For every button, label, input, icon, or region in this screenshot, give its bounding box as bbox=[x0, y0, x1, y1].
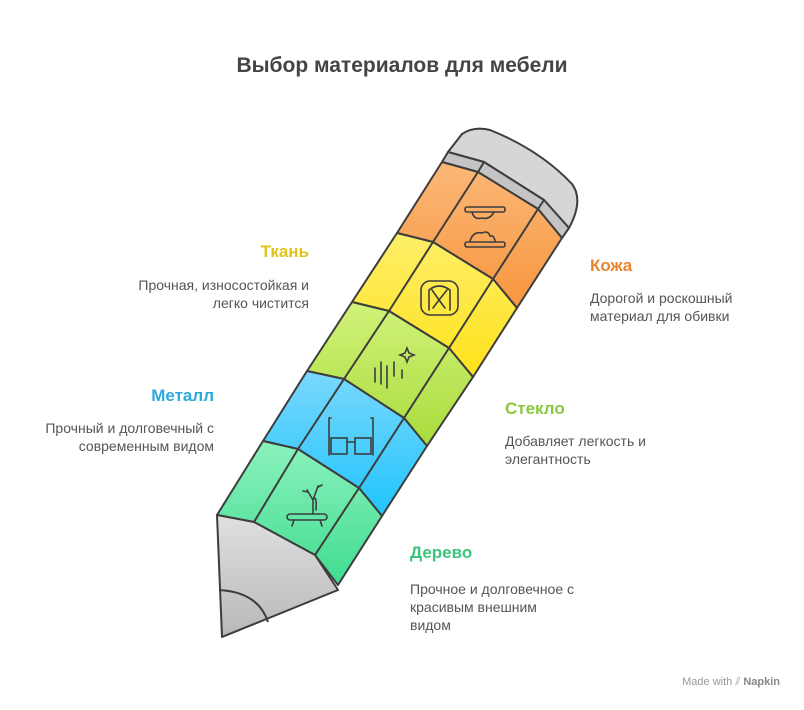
watermark-prefix: Made with bbox=[682, 676, 733, 688]
desc-glass: Добавляет легкость и элегантность bbox=[505, 432, 646, 468]
car-seat-icon bbox=[420, 280, 459, 316]
desc-wood: Прочное и долговечное с красивым внешним… bbox=[410, 580, 574, 634]
divider bbox=[314, 208, 539, 556]
page-title: Выбор материалов для мебели bbox=[236, 54, 568, 77]
eraser bbox=[447, 127, 579, 229]
label-leather: Кожа bbox=[590, 256, 633, 275]
desc-line: Добавляет легкость и bbox=[505, 433, 646, 449]
desc-line: легко чистится bbox=[212, 295, 309, 311]
pencil-tip bbox=[216, 514, 339, 638]
label-wood: Дерево bbox=[410, 543, 473, 562]
desc-line: современным видом bbox=[78, 438, 214, 454]
desc-line: Прочная, износостойкая и bbox=[138, 277, 309, 293]
label-fabric: Ткань bbox=[260, 242, 309, 261]
desc-fabric: Прочная, износостойкая и легко чистится bbox=[138, 276, 309, 312]
divider bbox=[253, 171, 479, 523]
desc-line: материал для обивки bbox=[590, 308, 730, 324]
desc-line: Прочное и долговечное с bbox=[410, 581, 575, 597]
watermark: Made with ⫽ Napkin bbox=[682, 676, 780, 689]
desc-line: видом bbox=[410, 617, 451, 633]
glasses-icon bbox=[328, 417, 374, 456]
watermark-brand: Napkin bbox=[743, 676, 780, 688]
table-icon bbox=[464, 206, 506, 248]
label-glass: Стекло bbox=[505, 399, 565, 418]
desc-line: Дорогой и роскошный bbox=[590, 290, 733, 306]
label-metal: Металл bbox=[151, 386, 214, 405]
sparkle-glass-icon bbox=[374, 345, 417, 389]
desc-line: элегантность bbox=[505, 451, 591, 467]
desc-leather: Дорогой и роскошный материал для обивки bbox=[590, 289, 733, 325]
graphite-arc bbox=[218, 589, 269, 623]
napkin-logo-icon: ⫽ bbox=[735, 676, 741, 688]
desc-line: Прочный и долговечный с bbox=[45, 420, 214, 436]
desc-line: красивым внешним bbox=[410, 599, 537, 615]
plant-bench-icon bbox=[286, 484, 328, 527]
desc-metal: Прочный и долговечный с современным видо… bbox=[45, 419, 214, 455]
